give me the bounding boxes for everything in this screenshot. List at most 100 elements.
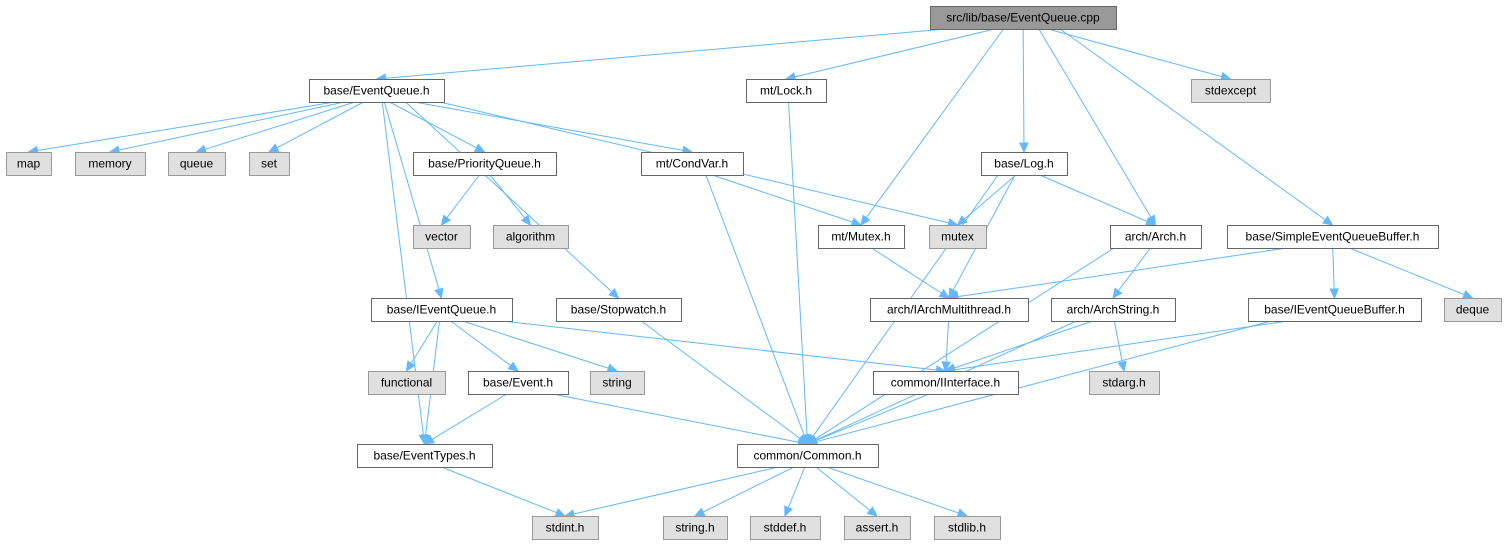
edge-iamt-to-iif — [945, 320, 950, 363]
node-label: base/SimpleEventQueueBuffer.h — [1246, 230, 1420, 244]
arrowhead-ieq-to-string — [606, 363, 619, 373]
node-label: set — [261, 157, 278, 171]
edge-eq-to-queue — [204, 101, 356, 150]
node-label: arch/Arch.h — [1125, 230, 1186, 244]
arrowhead-eq-to-pq — [473, 143, 486, 153]
arrowhead-eq-to-queue — [195, 144, 207, 154]
node-box — [1444, 298, 1502, 322]
arrowhead-iamt-to-iif — [941, 361, 951, 373]
node-box — [818, 225, 905, 249]
edge-ieqb-to-iif — [954, 320, 1288, 371]
node-log[interactable]: base/Log.h — [981, 152, 1068, 176]
node-sqb[interactable]: base/SimpleEventQueueBuffer.h — [1227, 225, 1439, 249]
arrowhead-common-to-stdlib — [956, 508, 969, 518]
node-ieqb[interactable]: base/IEventQueueBuffer.h — [1248, 298, 1422, 322]
edge-iif-to-common — [815, 393, 930, 442]
edge-eq-to-condvar — [414, 101, 684, 151]
arrowhead-eq-to-ieq — [434, 287, 444, 300]
node-ieq[interactable]: base/IEventQueue.h — [371, 298, 513, 322]
edge-ieq-to-string — [462, 320, 609, 369]
edge-ieq-to-iif — [501, 320, 937, 371]
arrowhead-sqb-to-ieqb — [1329, 288, 1339, 300]
node-cpp: src/lib/base/EventQueue.cpp — [930, 6, 1117, 30]
edge-sqb-to-ieqb — [1332, 247, 1335, 290]
edge-eq-to-stopwatch — [405, 101, 613, 293]
edge-sqb-to-iamt — [957, 247, 1287, 298]
node-lock[interactable]: mt/Lock.h — [746, 79, 827, 103]
node-stdlib: stdlib.h — [934, 516, 1001, 540]
node-common[interactable]: common/Common.h — [737, 444, 879, 468]
node-functional: functional — [368, 371, 446, 395]
node-condvar[interactable]: mt/CondVar.h — [641, 152, 744, 176]
edge-cpp-to-stdexcept — [1047, 28, 1222, 78]
arrowhead-condvar-to-mutex_h — [850, 217, 863, 227]
arrowhead-cpp-to-mutex_h — [860, 214, 871, 226]
node-box — [371, 298, 513, 322]
node-pq[interactable]: base/PriorityQueue.h — [413, 152, 557, 176]
edge-cpp-to-arch — [1038, 28, 1152, 218]
node-evtypes[interactable]: base/EventTypes.h — [357, 444, 493, 468]
node-label: stdarg.h — [1102, 376, 1145, 390]
edge-lock-to-common — [788, 101, 808, 436]
node-queue: queue — [168, 152, 226, 176]
node-label: mt/CondVar.h — [656, 157, 728, 171]
arrowhead-evtypes-to-stdint — [554, 508, 567, 517]
node-map: map — [6, 152, 52, 176]
node-box — [357, 444, 493, 468]
node-memory: memory — [75, 152, 146, 176]
arrowhead-cpp-to-sqb — [1322, 215, 1334, 226]
edge-cpp-to-mutex_h — [865, 28, 1004, 219]
node-box — [368, 371, 446, 395]
arrowhead-ieq-to-event — [507, 361, 519, 372]
node-label: algorithm — [506, 230, 555, 244]
node-iamt[interactable]: arch/IArchMultithread.h — [870, 298, 1029, 322]
node-iif[interactable]: common/IInterface.h — [873, 371, 1019, 395]
node-stddef: stddef.h — [750, 516, 821, 540]
arrowhead-eq-to-stopwatch — [608, 288, 620, 299]
node-label: base/IEventQueueBuffer.h — [1264, 303, 1405, 317]
node-box — [468, 371, 569, 395]
node-box — [934, 516, 1001, 540]
node-label: common/IInterface.h — [891, 376, 1000, 390]
node-arch[interactable]: arch/Arch.h — [1110, 225, 1202, 249]
edge-common-to-stdlib — [826, 466, 959, 514]
node-box — [746, 79, 827, 103]
node-box — [750, 516, 821, 540]
node-box — [556, 298, 682, 322]
edge-ieq-to-event — [450, 320, 512, 367]
node-label: stdlib.h — [948, 521, 986, 535]
node-stopwatch[interactable]: base/Stopwatch.h — [556, 298, 682, 322]
node-event[interactable]: base/Event.h — [468, 371, 569, 395]
node-box — [493, 225, 569, 249]
node-box — [309, 79, 445, 103]
node-eq[interactable]: base/EventQueue.h — [309, 79, 445, 103]
edge-arch-to-common — [814, 247, 1115, 440]
edge-archstr-to-stdarg — [1113, 320, 1123, 363]
edge-event-to-evtypes — [431, 393, 508, 440]
edge-log-to-mutex — [964, 174, 1017, 220]
edge-log-to-arch — [1039, 174, 1148, 222]
node-label: deque — [1456, 303, 1490, 317]
arrowhead-common-to-stddef — [784, 505, 793, 518]
arrowhead-sqb-to-deque — [1461, 290, 1474, 299]
node-label: functional — [381, 376, 432, 390]
node-set: set — [249, 152, 290, 176]
edge-event-to-common — [552, 393, 799, 443]
node-mutex-h[interactable]: mt/Mutex.h — [818, 225, 905, 249]
arrowhead-common-to-assert — [866, 506, 878, 517]
node-label: assert.h — [856, 521, 899, 535]
edge-eq-to-ieq — [383, 101, 440, 290]
node-box — [929, 225, 987, 249]
node-stdarg: stdarg.h — [1089, 371, 1160, 395]
node-label: queue — [180, 157, 214, 171]
edge-ieqb-to-common — [816, 320, 1272, 443]
node-algorithm: algorithm — [493, 225, 569, 249]
node-archstr[interactable]: arch/ArchString.h — [1051, 298, 1176, 322]
arrowhead-ieq-to-functional — [405, 360, 416, 373]
edge-arch-to-archstr — [1117, 247, 1151, 292]
arrowhead-cpp-to-log — [1019, 142, 1029, 154]
node-label: base/EventQueue.h — [323, 84, 429, 98]
node-box — [413, 225, 471, 249]
node-stdint: stdint.h — [532, 516, 599, 540]
arrowhead-archstr-to-stdarg — [1117, 360, 1127, 373]
